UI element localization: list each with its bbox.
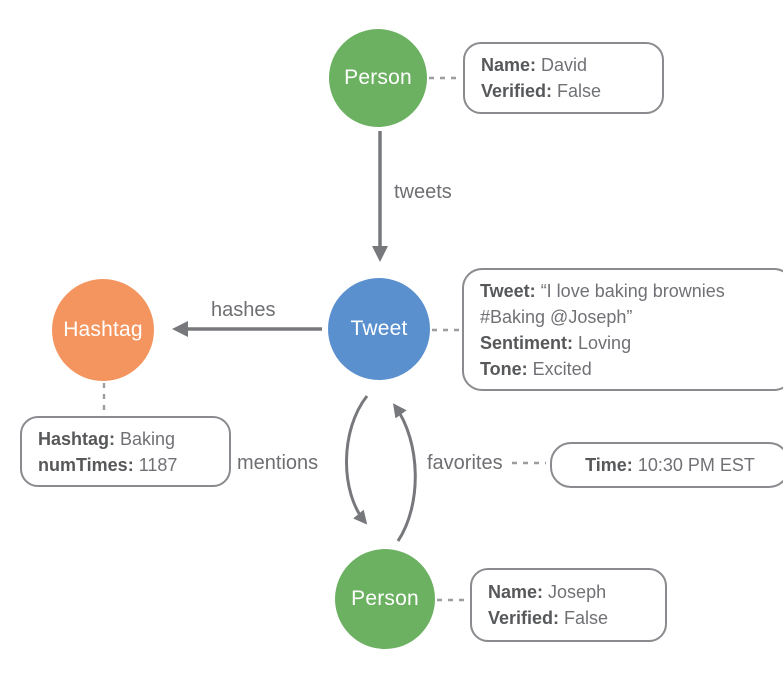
property-row: Sentiment: Loving [480,330,776,356]
property-value: David [541,55,588,75]
node-label: Person [351,587,419,610]
node-hashtag: Hashtag [52,279,154,381]
property-row: Verified: False [481,78,646,104]
property-row: Verified: False [488,605,649,631]
property-value: False [557,81,602,101]
node-person-top: Person [329,29,427,127]
property-box-hashtag: Hashtag: Baking numTimes: 1187 [20,416,231,487]
property-label: Verified: [488,608,560,628]
property-label: Time: [585,455,633,475]
node-person-bottom: Person [335,549,435,649]
property-label: Tweet: [480,280,536,301]
property-row: Name: Joseph [488,579,649,605]
property-value: 1187 [138,454,178,475]
property-label: Tone: [480,358,528,379]
property-value: Excited [532,358,592,379]
property-box-time: Time: 10:30 PM EST [550,442,783,488]
property-row: Time: 10:30 PM EST [585,452,755,478]
property-label: Verified: [481,81,553,101]
edge-label-tweets: tweets [394,181,452,203]
property-value: False [564,608,609,628]
edge-label-hashes: hashes [211,299,276,321]
mentions-arrow [345,395,369,525]
edge-label-mentions: mentions [237,452,319,474]
node-label: Tweet [350,317,408,340]
property-row: Tweet: “I love baking brownies #Baking @… [480,278,776,330]
favorites-arrow [392,403,417,542]
property-box-joseph: Name: Joseph Verified: False [470,568,667,642]
property-label: numTimes: [38,454,134,475]
property-box-tweet: Tweet: “I love baking brownies #Baking @… [462,268,783,391]
property-label: Hashtag: [38,428,116,449]
property-label: Sentiment: [480,332,574,353]
property-label: Name: [481,55,537,75]
property-row: Tone: Excited [480,356,776,382]
property-label: Name: [488,582,544,602]
property-row: numTimes: 1187 [38,452,213,478]
property-value: Baking [120,428,176,449]
node-label: Person [344,66,412,89]
property-value: Loving [578,332,632,353]
property-row: Hashtag: Baking [38,426,213,452]
edge-label-favorites: favorites [427,452,503,474]
property-value: “I love baking brownies #Baking @Joseph” [480,280,725,327]
property-value: Joseph [548,582,607,602]
property-value: 10:30 PM EST [637,455,755,475]
property-row: Name: David [481,52,646,78]
property-box-david: Name: David Verified: False [463,42,664,114]
node-label: Hashtag [63,318,143,341]
node-tweet: Tweet [328,278,430,380]
